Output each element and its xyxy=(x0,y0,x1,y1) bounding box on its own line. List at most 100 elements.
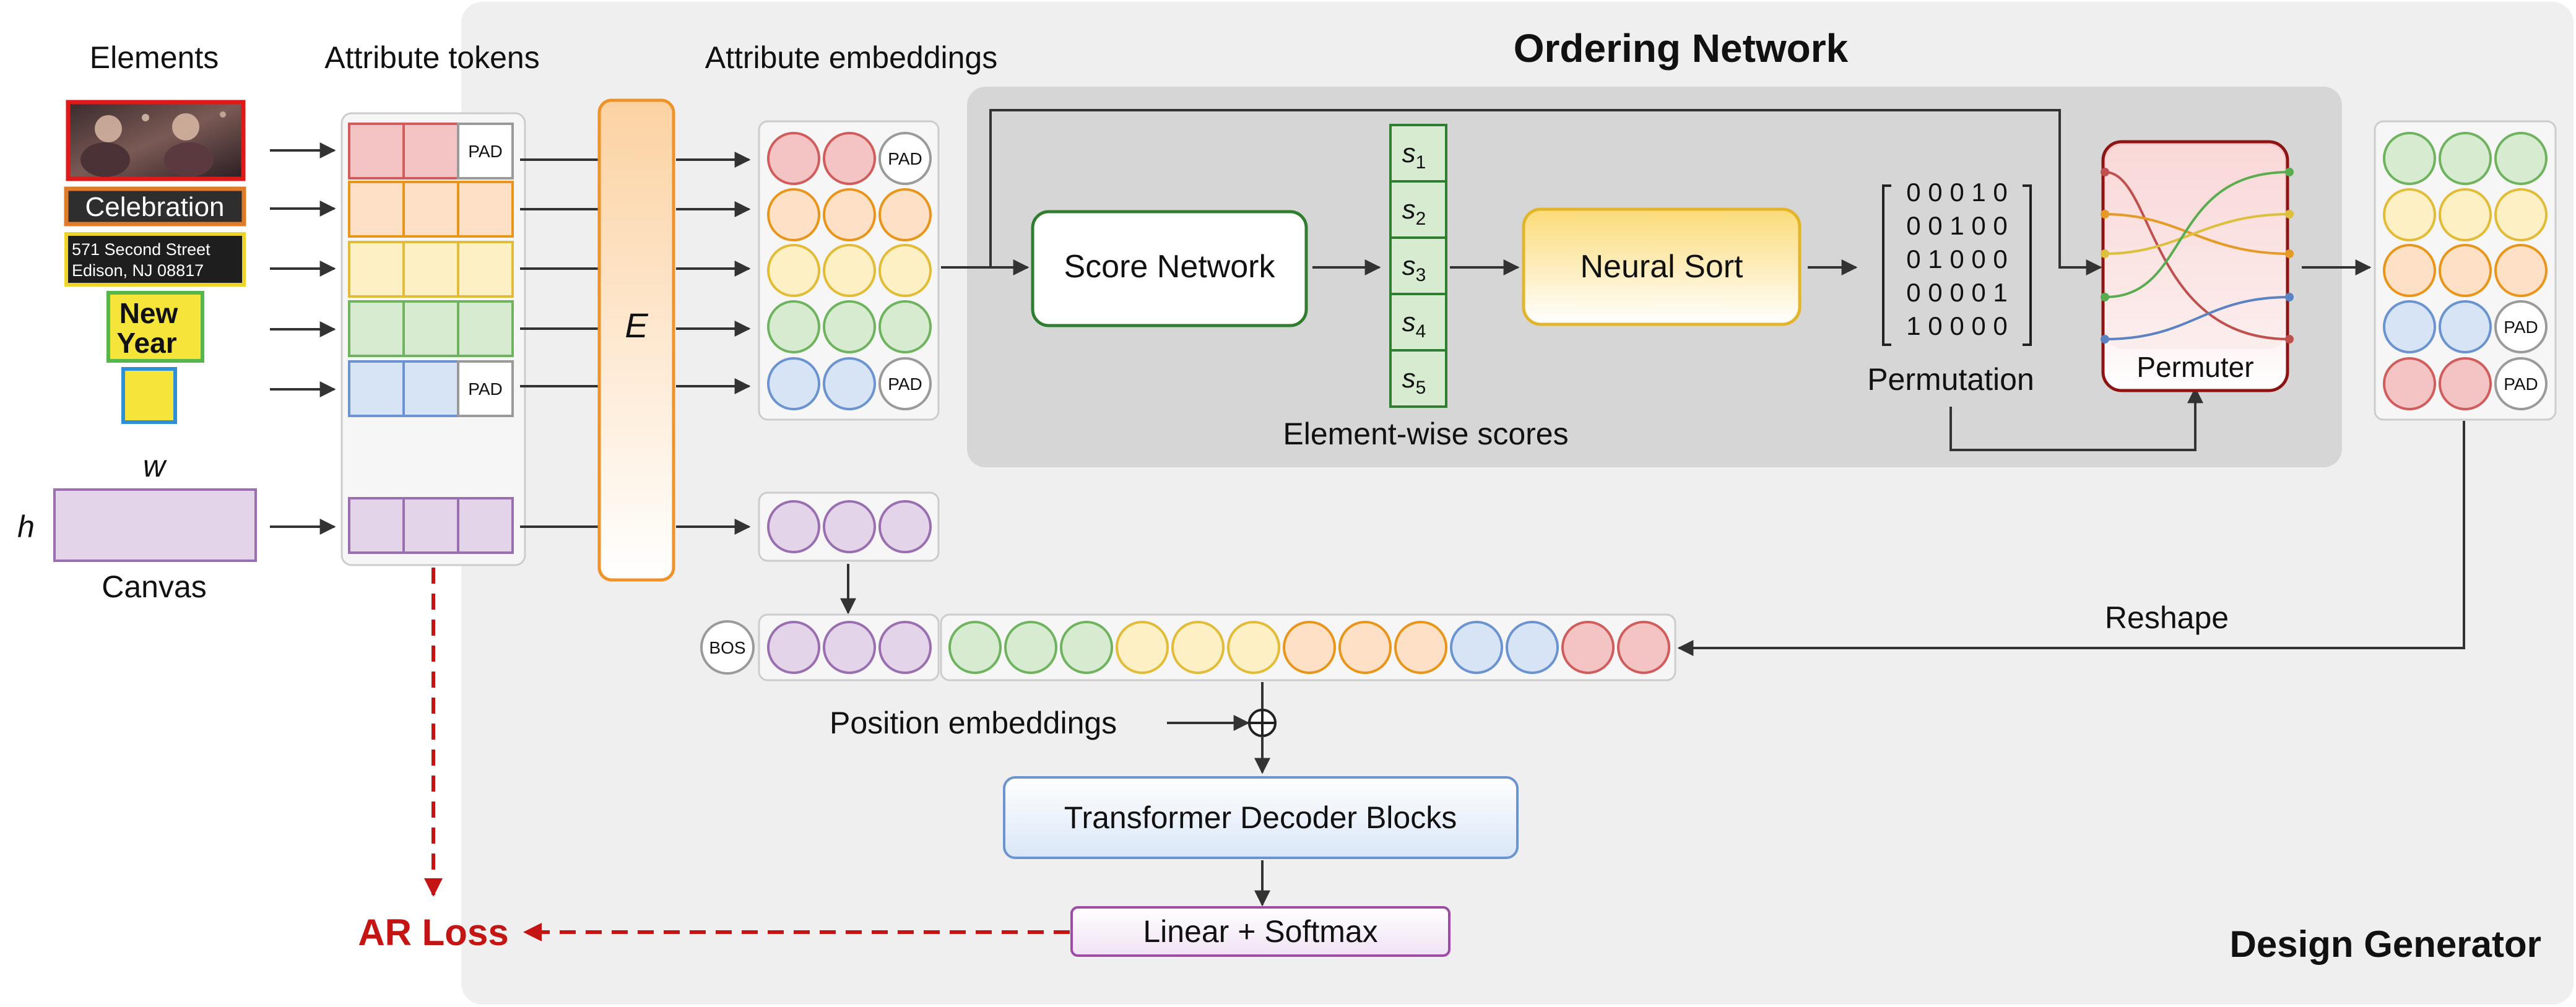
photo-element xyxy=(66,100,246,181)
attribute-token xyxy=(348,123,405,179)
embedding xyxy=(2439,244,2492,297)
canvas-element: w h Canvas xyxy=(17,449,257,604)
score-cell: s3 xyxy=(1389,236,1447,295)
ordering-network-title: Ordering Network xyxy=(1514,26,1849,71)
matrix-row: 0 0 1 0 0 xyxy=(1906,211,2007,240)
embedding xyxy=(878,244,932,297)
score-network-label: Score Network xyxy=(1064,249,1276,285)
token-row xyxy=(348,300,514,357)
pad-embedding xyxy=(2494,357,2548,410)
sequence-embedding xyxy=(1561,621,1615,674)
matrix-row: 0 0 0 1 0 xyxy=(1906,178,2007,207)
attribute-token xyxy=(457,497,514,554)
encoder-to-embedding-arrows xyxy=(676,152,751,535)
address-element: 571 Second Street Edison, NJ 08817 xyxy=(64,232,246,287)
embedding xyxy=(767,188,820,241)
elements-label: Elements xyxy=(90,40,219,75)
embedding xyxy=(2439,357,2492,410)
permuter-label: Permuter xyxy=(2136,351,2253,383)
permuter-wires xyxy=(2104,171,2290,340)
embedding xyxy=(2494,188,2548,241)
attribute-token xyxy=(402,497,459,554)
sequence-embedding xyxy=(1283,621,1336,674)
sequence-embedding xyxy=(1450,621,1503,674)
pad-token xyxy=(457,123,514,179)
embedding xyxy=(2494,132,2548,185)
attribute-embeddings-label: Attribute embeddings xyxy=(705,40,998,75)
embedding xyxy=(767,244,820,297)
embedding xyxy=(2439,188,2492,241)
sequence-embedding xyxy=(948,621,1002,674)
embedding-row xyxy=(767,188,932,241)
permutation-label: Permutation xyxy=(1867,362,2034,397)
attribute-token xyxy=(348,497,405,554)
attribute-embedding-grid: PAD PAD xyxy=(767,132,932,553)
embedding xyxy=(878,500,932,553)
svg-text:571 Second Street: 571 Second Street xyxy=(72,240,210,259)
score-network-block xyxy=(1031,210,1308,327)
attribute-token xyxy=(402,181,459,238)
bos-token: BOS xyxy=(700,620,755,675)
embedding-row xyxy=(767,244,932,297)
embedding xyxy=(2439,132,2492,185)
svg-text:Year: Year xyxy=(116,327,176,359)
score-cell: s1 xyxy=(1389,124,1447,183)
token-row xyxy=(348,241,514,298)
embedding xyxy=(2383,244,2436,297)
celebration-element: Celebration xyxy=(64,186,246,227)
encoder-block xyxy=(597,98,675,582)
embedding xyxy=(823,244,876,297)
embedding xyxy=(823,188,876,241)
sorted-embedding-row xyxy=(2383,132,2548,185)
embedding xyxy=(823,500,876,553)
svg-text:BOS: BOS xyxy=(709,638,745,657)
sequence-embedding xyxy=(1227,621,1280,674)
pad-label: PAD xyxy=(468,142,503,161)
design-generator-title: Design Generator xyxy=(2230,923,2541,965)
ordering-input-arrows xyxy=(941,109,2102,275)
permuter-inner-panel xyxy=(2106,145,2284,349)
pad-token xyxy=(457,360,514,417)
sorted-embedding-row: PAD xyxy=(2383,357,2548,410)
position-embeddings-label: Position embeddings xyxy=(830,706,1117,740)
embedding xyxy=(2383,300,2436,353)
linear-softmax-label: Linear + Softmax xyxy=(1143,914,1377,949)
sorted-embedding-grid: PAD PAD xyxy=(2383,132,2548,410)
embedding-row: PAD xyxy=(767,357,932,410)
score-label: s2 xyxy=(1402,194,1426,229)
svg-text:Edison, NJ 08817: Edison, NJ 08817 xyxy=(72,261,204,280)
token-to-encoder-arrows xyxy=(520,158,599,528)
token-row: PAD xyxy=(348,360,514,417)
pad-label: PAD xyxy=(888,149,922,168)
attribute-token xyxy=(348,360,405,417)
attribute-token xyxy=(402,241,459,298)
pad-label: PAD xyxy=(888,374,922,394)
sequence-embedding xyxy=(1617,621,1670,674)
sequence-embedding xyxy=(1116,621,1169,674)
pad-label: PAD xyxy=(2504,374,2538,394)
svg-text:New: New xyxy=(119,297,178,329)
height-symbol: h xyxy=(17,509,35,544)
input-arrows xyxy=(270,142,336,535)
embedding xyxy=(2439,300,2492,353)
matrix-row: 0 0 0 0 1 xyxy=(1906,278,2007,307)
sequence-embedding xyxy=(1004,621,1057,674)
score-cell: s4 xyxy=(1389,293,1447,352)
canvas-embedding-row xyxy=(767,500,932,553)
attribute-token xyxy=(402,360,459,417)
canvas-sequence-embedding xyxy=(823,621,876,674)
linear-softmax-block xyxy=(1070,906,1451,957)
embedding xyxy=(2494,244,2548,297)
neural-sort-block xyxy=(1522,207,1802,326)
embedding xyxy=(2383,188,2436,241)
new-year-element: New Year xyxy=(106,291,204,363)
sequence-embedding xyxy=(1506,621,1559,674)
sorted-embedding-row: PAD xyxy=(2383,300,2548,353)
canvas-sequence-embedding xyxy=(878,621,932,674)
sorted-embedding-row xyxy=(2383,244,2548,297)
embedding xyxy=(767,300,820,353)
embedding-row xyxy=(767,300,932,353)
transformer-decoder-label: Transformer Decoder Blocks xyxy=(1064,800,1457,835)
